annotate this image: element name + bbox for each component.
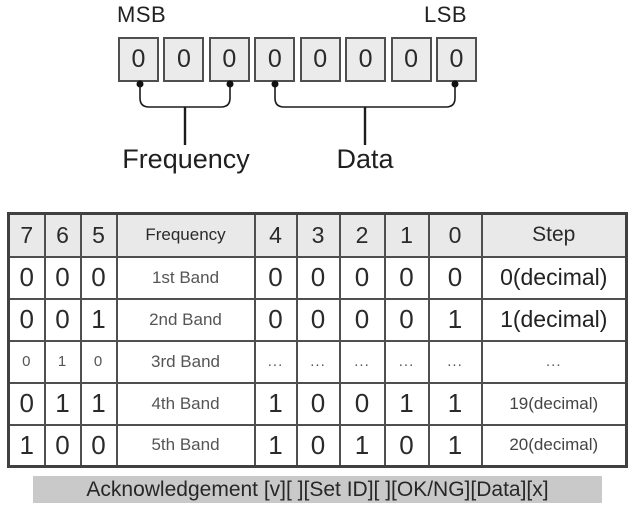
cell-band-name: 2nd Band	[115, 297, 256, 342]
cell-ellipsis: ...	[295, 339, 341, 384]
bit-cell-5: 0	[208, 37, 250, 82]
table-header-row: 7 6 5 Frequency 4 3 2 1 0 Step	[7, 212, 628, 258]
bit-cell-1: 0	[390, 37, 432, 82]
cell-bit: 0	[253, 297, 298, 342]
header-frequency: Frequency	[115, 212, 256, 258]
cell-bit: 1	[79, 381, 118, 426]
cell-bit: 0	[43, 297, 82, 342]
cell-bit: 0	[338, 381, 386, 426]
cell-bit: 1	[338, 423, 386, 468]
cell-bit: 1	[427, 423, 483, 468]
table-row-5th-band: 1 0 0 5th Band 1 0 1 0 1 20(decimal)	[7, 423, 628, 468]
cell-bit: 0	[383, 423, 430, 468]
cell-bit: 0	[79, 255, 118, 300]
cell-bit: 1	[43, 381, 82, 426]
cell-bit: 0	[79, 423, 118, 468]
cell-band-name: 5th Band	[115, 423, 256, 468]
cell-bit: 0	[43, 423, 82, 468]
cell-bit: 0	[7, 297, 46, 342]
cell-bit: 0	[338, 297, 386, 342]
cell-bit: 1	[43, 339, 82, 384]
table-row-1st-band: 0 0 0 1st Band 0 0 0 0 0 0(decimal)	[7, 255, 628, 300]
header-bit-2: 2	[338, 212, 386, 258]
cell-bit: 1	[7, 423, 46, 468]
cell-step: 19(decimal)	[480, 381, 628, 426]
bit-cell-7: 0	[118, 37, 159, 82]
cell-band-name: 3rd Band	[115, 339, 256, 384]
table-row-3rd-band: 0 1 0 3rd Band ... ... ... ... ... ...	[7, 339, 628, 384]
cell-step: 20(decimal)	[480, 423, 628, 468]
cell-bit: 0	[383, 255, 430, 300]
bit-cell-6: 0	[163, 37, 205, 82]
cell-bit: 1	[427, 297, 483, 342]
header-bit-5: 5	[79, 212, 118, 258]
cell-bit: 0	[295, 381, 341, 426]
bit-cell-4: 0	[254, 37, 296, 82]
bit-cell-2: 0	[345, 37, 387, 82]
cell-bit: 0	[7, 381, 46, 426]
cell-bit: 0	[295, 297, 341, 342]
cell-step: 0(decimal)	[480, 255, 628, 300]
cell-bit: 0	[43, 255, 82, 300]
frequency-band-table: 7 6 5 Frequency 4 3 2 1 0 Step 0 0 0 1st…	[7, 212, 628, 468]
header-bit-0: 0	[427, 212, 483, 258]
cell-bit: 0	[295, 423, 341, 468]
acknowledgement-text: Acknowledgement [v][ ][Set ID][ ][OK/NG]…	[86, 477, 549, 501]
bit-cell-3: 0	[299, 37, 341, 82]
header-bit-3: 3	[295, 212, 341, 258]
cell-bit: 1	[427, 381, 483, 426]
cell-ellipsis: ...	[383, 339, 430, 384]
cell-ellipsis: ...	[427, 339, 483, 384]
bit-row: 0 0 0 0 0 0 0 0	[118, 37, 477, 82]
cell-bit: 0	[295, 255, 341, 300]
header-bit-4: 4	[253, 212, 298, 258]
lsb-label: LSB	[424, 2, 468, 27]
cell-bit: 0	[383, 297, 430, 342]
msb-label: MSB	[117, 2, 167, 27]
cell-ellipsis: ...	[253, 339, 298, 384]
bit-cell-0: 0	[435, 37, 477, 82]
table-row-2nd-band: 0 0 1 2nd Band 0 0 0 0 1 1(decimal)	[7, 297, 628, 342]
cell-bit: 0	[338, 255, 386, 300]
header-bit-7: 7	[7, 212, 46, 258]
cell-bit: 0	[7, 339, 46, 384]
data-group-label: Data	[336, 144, 394, 174]
cell-bit: 0	[427, 255, 483, 300]
cell-ellipsis: ...	[338, 339, 386, 384]
header-bit-1: 1	[383, 212, 430, 258]
table-row-4th-band: 0 1 1 4th Band 1 0 0 1 1 19(decimal)	[7, 381, 628, 426]
frequency-group-label: Frequency	[122, 144, 250, 174]
acknowledgement-bar: Acknowledgement [v][ ][Set ID][ ][OK/NG]…	[33, 476, 602, 503]
cell-band-name: 1st Band	[115, 255, 256, 300]
cell-step: ...	[480, 339, 628, 384]
cell-bit: 1	[253, 423, 298, 468]
bit-field-diagram: MSB LSB 0 0 0 0 0 0 0 0 Frequency Data	[0, 0, 631, 190]
cell-bit: 0	[7, 255, 46, 300]
cell-band-name: 4th Band	[115, 381, 256, 426]
cell-bit: 0	[79, 339, 118, 384]
cell-bit: 1	[383, 381, 430, 426]
cell-bit: 1	[79, 297, 118, 342]
header-step: Step	[480, 212, 628, 258]
header-bit-6: 6	[43, 212, 82, 258]
cell-step: 1(decimal)	[480, 297, 628, 342]
cell-bit: 0	[253, 255, 298, 300]
cell-bit: 1	[253, 381, 298, 426]
